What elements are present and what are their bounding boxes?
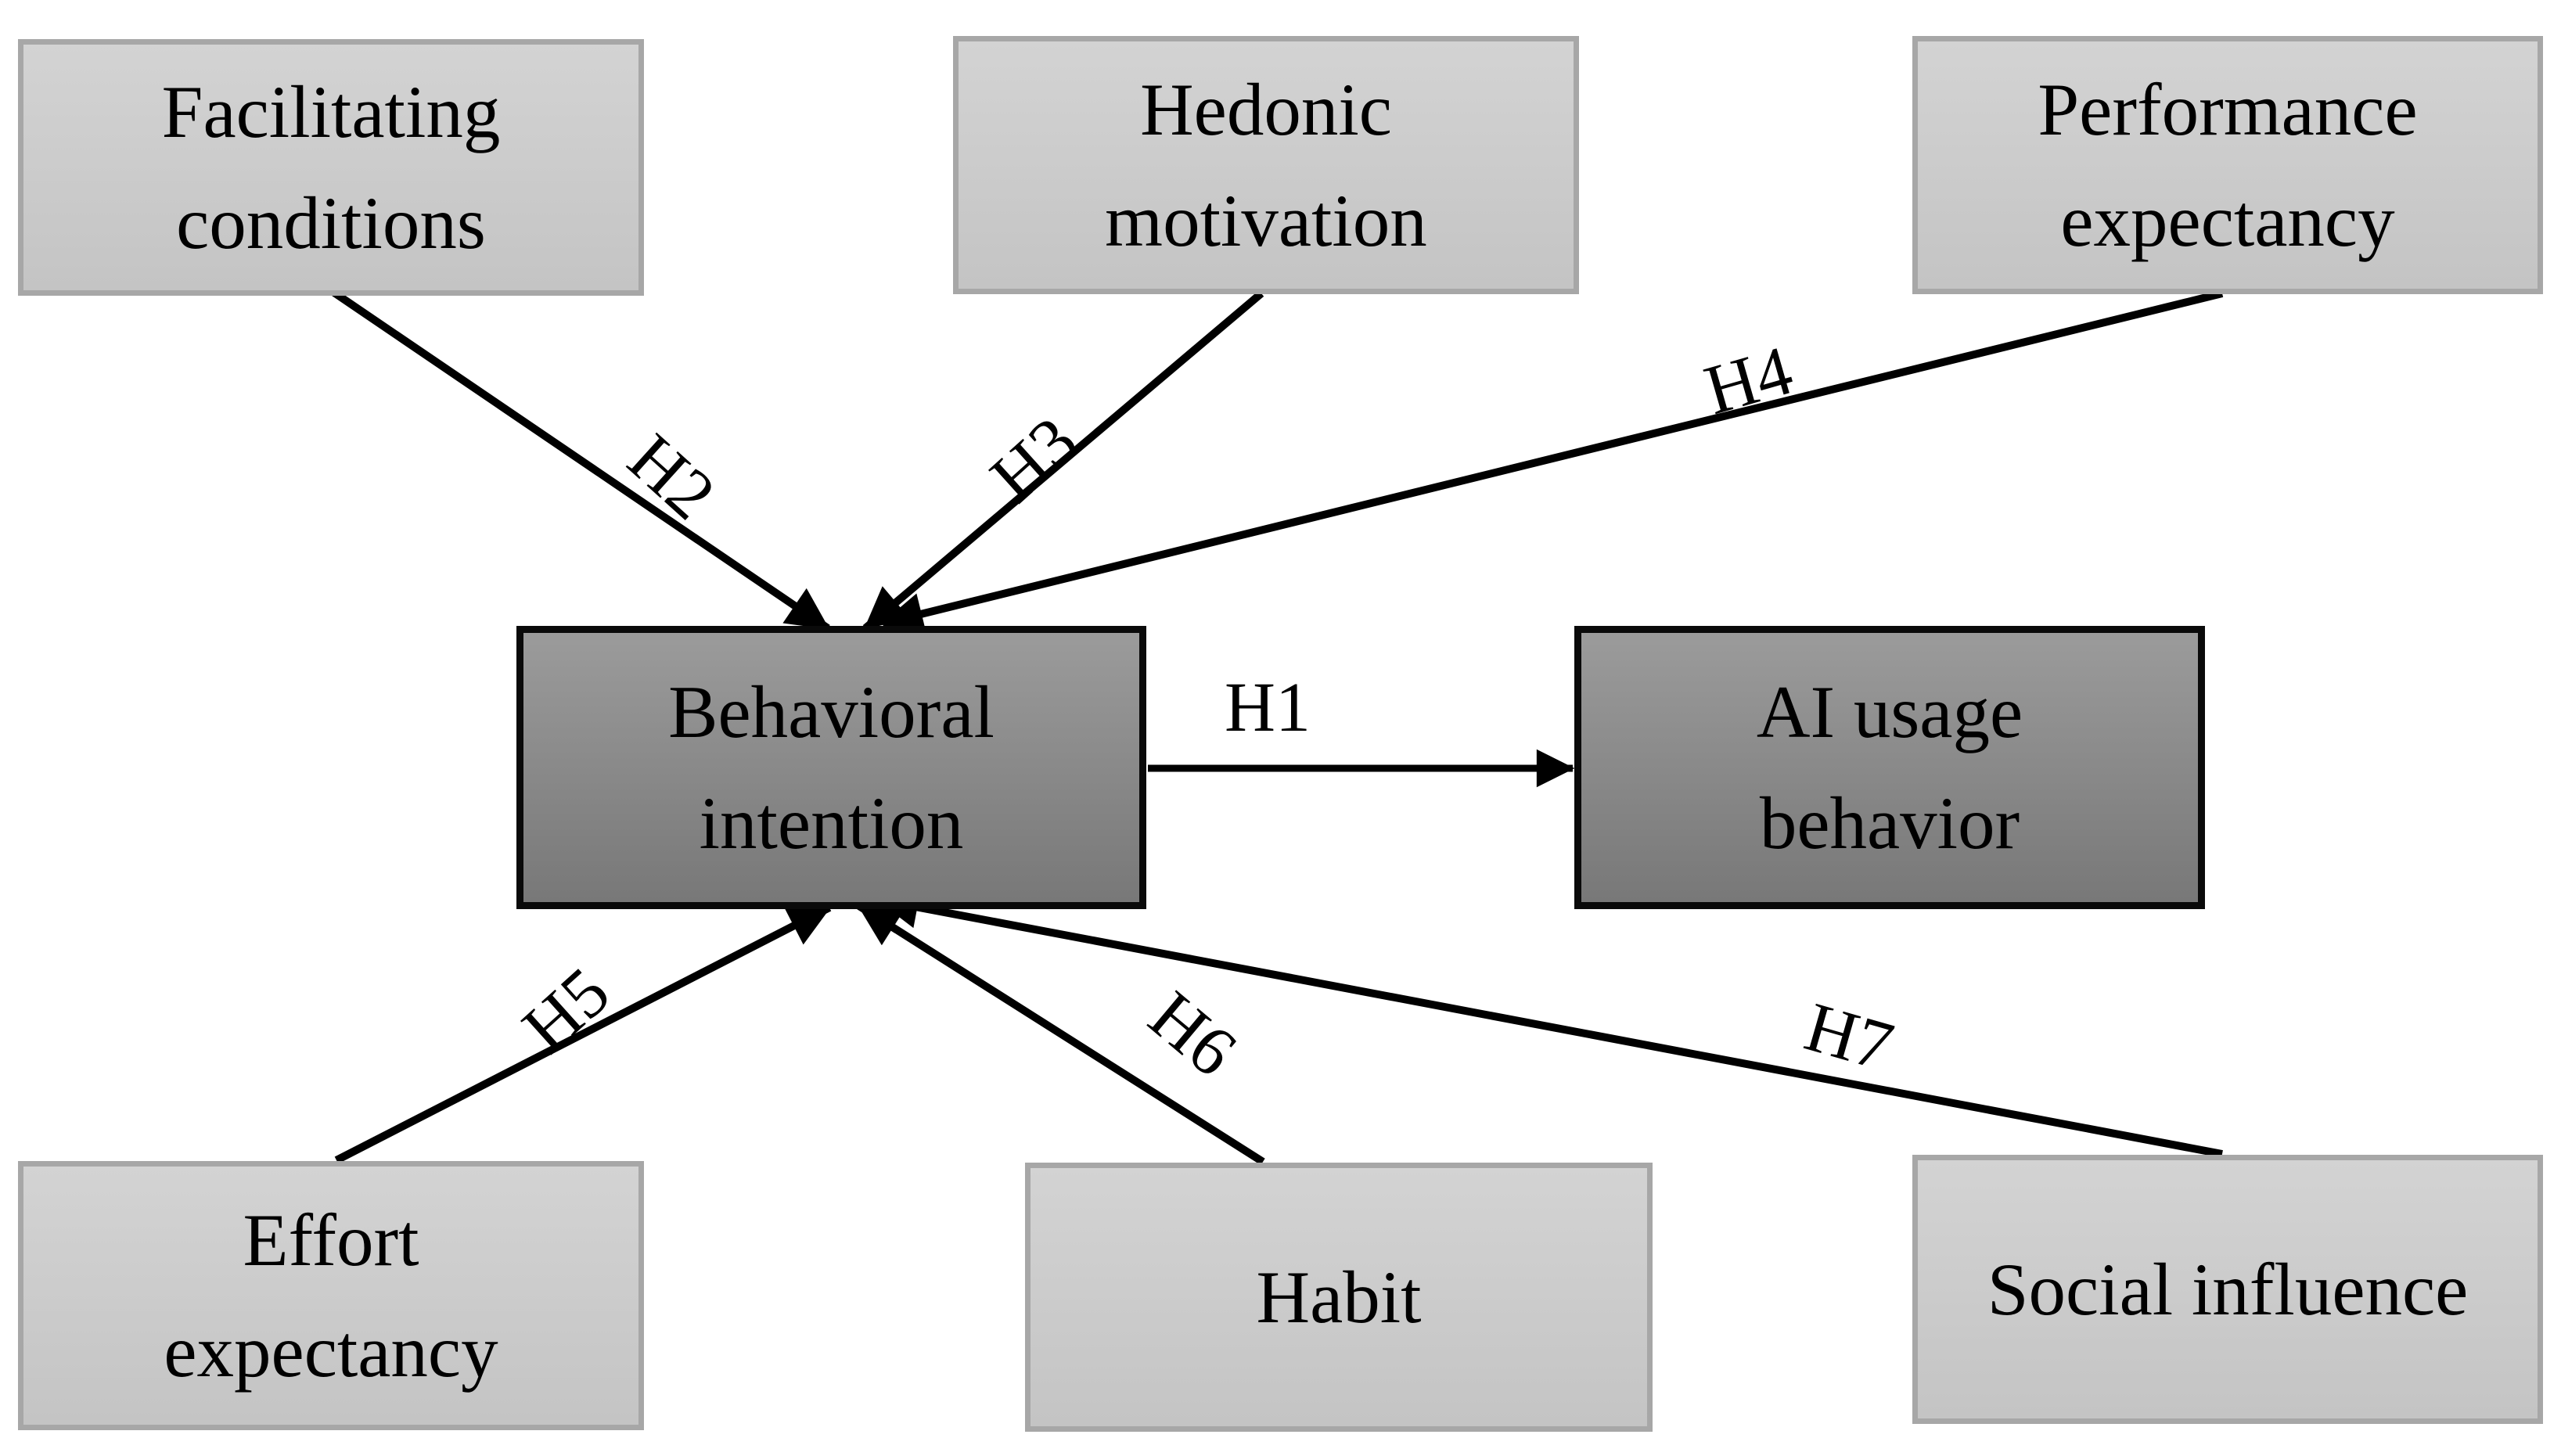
arrow-h7: [876, 886, 2223, 1158]
node-performance-expectancy: Performance expectancy: [1912, 36, 2543, 294]
node-label-line: intention: [699, 782, 964, 865]
node-behavioral-intention: Behavioral intention: [516, 626, 1146, 909]
node-label-line: expectancy: [2060, 179, 2395, 262]
node-label-line: Behavioral: [668, 670, 995, 753]
node-facilitating-conditions: Facilitating conditions: [18, 39, 644, 296]
node-social-influence: Social influence: [1912, 1155, 2543, 1424]
node-label-line: Effort: [243, 1198, 419, 1282]
node-habit: Habit: [1025, 1163, 1653, 1432]
node-label-line: Hedonic: [1140, 67, 1392, 151]
node-ai-usage-behavior: AI usage behavior: [1574, 626, 2205, 909]
node-hedonic-motivation: Hedonic motivation: [953, 36, 1579, 294]
node-label-line: Social influence: [1987, 1247, 2469, 1331]
arrow-h6: [857, 902, 1265, 1166]
node-label-line: conditions: [176, 182, 486, 264]
node-effort-expectancy: Effort expectancy: [18, 1161, 644, 1430]
node-label-line: Facilitating: [161, 70, 501, 153]
arrow-h5: [334, 904, 832, 1164]
node-label-line: Habit: [1256, 1255, 1422, 1339]
arrow-h3: [862, 290, 1264, 631]
arrow-h2: [332, 289, 830, 632]
edge-label-h1: H1: [1225, 669, 1311, 746]
node-label-line: motivation: [1105, 179, 1427, 262]
node-label-line: AI usage: [1756, 670, 2023, 753]
arrow-h4: [880, 289, 2224, 635]
node-label-line: behavior: [1759, 782, 2020, 865]
node-label-line: Performance: [2038, 67, 2418, 151]
node-label-line: expectancy: [164, 1310, 498, 1393]
